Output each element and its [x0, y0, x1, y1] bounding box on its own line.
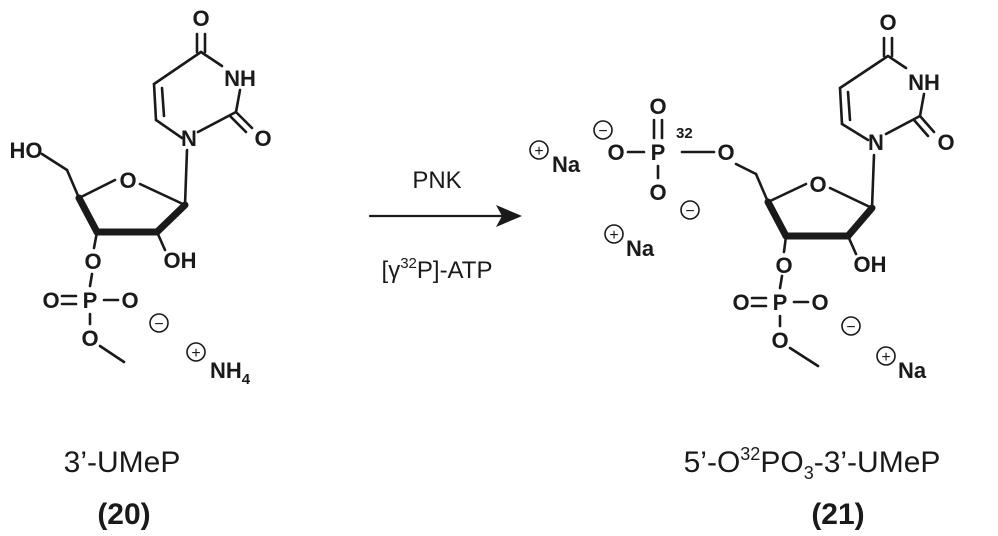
c20-counterion-nh4: NH4 — [210, 358, 251, 388]
c21-atom-o4: O — [879, 10, 896, 35]
compound-21-name: 5’-O32PO3-3’-UMeP — [684, 444, 941, 483]
c21-atom-o5-left: O — [607, 140, 624, 165]
c20-atom-o-me: O — [81, 326, 98, 351]
c20-atom-o4: O — [192, 6, 209, 31]
c21-atom-n1: N — [868, 130, 884, 155]
compound-20-number: (20) — [97, 498, 150, 531]
c21-atom-o-dbl: O — [732, 290, 749, 315]
c21-atom-o-ring: O — [809, 172, 826, 197]
c21-atom-o5-top: O — [649, 94, 666, 119]
c21-atom-oh: OH — [854, 252, 887, 277]
c21-sodium-counterion-3: + Na — [876, 346, 927, 383]
svg-text:+: + — [609, 227, 618, 244]
c20-atom-o3: O — [84, 249, 101, 274]
c21-atom-o2: O — [937, 130, 954, 155]
c20-atom-nh: NH — [224, 66, 256, 91]
svg-text:−: − — [598, 123, 607, 140]
compound-20-name: 3’-UMeP — [64, 446, 181, 479]
c21-negative-charge-top: − — [593, 120, 613, 140]
c21-atom-o5-bottom: O — [649, 180, 666, 205]
c21-negative-charge-3p: − — [841, 316, 861, 336]
c20-atom-o-ring: O — [119, 168, 136, 193]
c21-atom-p5: P — [651, 140, 666, 165]
reagent-pnk: PNK — [412, 167, 461, 194]
svg-text:Na: Na — [552, 152, 581, 177]
svg-text:−: − — [154, 316, 163, 333]
reagent-gamma-32p-atp: [γ32P]-ATP — [382, 255, 493, 284]
c21-atom-p3: P — [773, 290, 788, 315]
svg-text:+: + — [881, 349, 890, 366]
compound-21-number: (21) — [811, 498, 864, 531]
c21-atom-o5: O — [717, 140, 734, 165]
svg-text:Na: Na — [626, 236, 655, 261]
svg-text:+: + — [534, 143, 543, 160]
c21-p5-isotope-label: 32 — [676, 125, 693, 142]
svg-text:−: − — [846, 319, 855, 336]
c20-atom-ho: HO — [10, 138, 43, 163]
c20-positive-charge: + — [186, 342, 206, 362]
compound-21-structure: O NH O N O OH O P 32 O O O O O P O O − −… — [529, 10, 955, 383]
c20-atom-n1: N — [181, 126, 197, 151]
c20-atom-o-minus: O — [121, 288, 138, 313]
svg-text:+: + — [191, 345, 200, 362]
c20-negative-charge: − — [149, 313, 169, 333]
svg-text:−: − — [685, 203, 694, 220]
reaction-arrow — [368, 205, 522, 227]
c21-sodium-counterion-2: + Na — [604, 224, 655, 261]
c21-atom-o3-minus: O — [811, 290, 828, 315]
svg-text:Na: Na — [898, 358, 927, 383]
c20-atom-o-dbl: O — [42, 288, 59, 313]
c20-atom-oh: OH — [164, 248, 197, 273]
c20-atom-o2: O — [254, 126, 271, 151]
compound-20-structure: O NH O N HO O OH O O P O O − + NH4 — [10, 6, 272, 388]
c21-negative-charge-bottom: − — [680, 200, 700, 220]
c21-atom-o3-me: O — [771, 328, 788, 353]
c20-atom-p: P — [83, 288, 98, 313]
c21-sodium-counterion-1: + Na — [529, 140, 581, 177]
c21-atom-o3: O — [775, 253, 792, 278]
c21-atom-nh: NH — [908, 70, 940, 95]
